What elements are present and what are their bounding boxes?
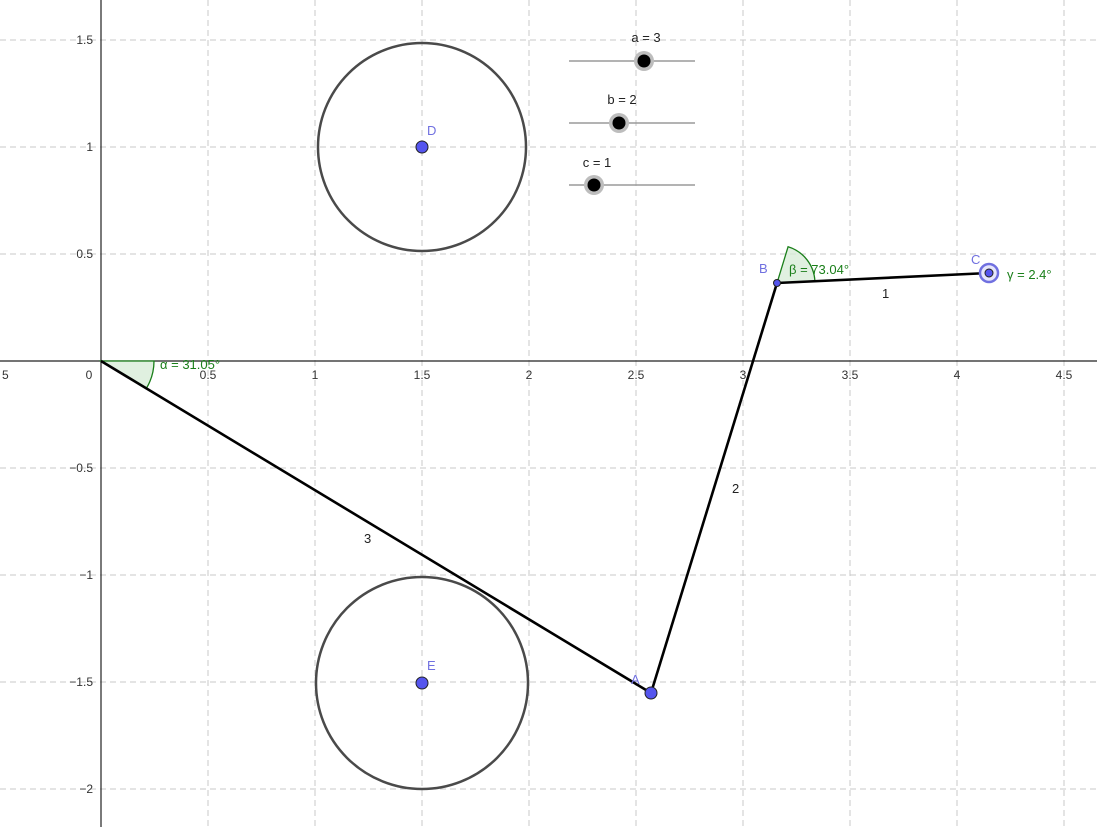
segment-bc-label: 1 bbox=[882, 286, 889, 301]
point-b[interactable] bbox=[773, 279, 781, 287]
point-d[interactable] bbox=[415, 140, 429, 154]
angle-gamma-label: γ = 2.4° bbox=[1007, 267, 1052, 282]
segment-ab[interactable] bbox=[649, 282, 779, 694]
y-tick-label: 0.5 bbox=[76, 247, 93, 261]
x-tick-label: 2 bbox=[526, 368, 533, 382]
y-tick-label: −2 bbox=[79, 782, 93, 796]
point-c[interactable] bbox=[984, 268, 994, 278]
point-a[interactable] bbox=[644, 686, 658, 700]
slider-b-knob[interactable] bbox=[612, 116, 626, 130]
x-tick-label: 3 bbox=[740, 368, 747, 382]
segment-bc[interactable] bbox=[776, 271, 990, 285]
slider-a-label: a = 3 bbox=[631, 30, 660, 45]
x-tick-label: 4 bbox=[954, 368, 961, 382]
y-tick-labels: 1.5 1 0.5 −0.5 −1 −1.5 −2 bbox=[69, 33, 93, 796]
slider-c[interactable]: c = 1 bbox=[569, 155, 695, 195]
segment-oa-label: 3 bbox=[364, 531, 371, 546]
x-tick-label: 0.5 bbox=[200, 368, 217, 382]
x-tick-label: 0 bbox=[86, 368, 93, 382]
y-tick-label: 1.5 bbox=[76, 33, 93, 47]
y-tick-label: −0.5 bbox=[69, 461, 93, 475]
segment-oa[interactable] bbox=[100, 359, 652, 695]
point-d-label: D bbox=[427, 123, 436, 138]
x-tick-label: 5 bbox=[2, 368, 9, 382]
slider-c-label: c = 1 bbox=[583, 155, 612, 170]
x-tick-label: 1.5 bbox=[414, 368, 431, 382]
y-tick-label: 1 bbox=[86, 140, 93, 154]
point-e-label: E bbox=[427, 658, 436, 673]
slider-a[interactable]: a = 3 bbox=[569, 30, 695, 71]
x-tick-label: 1 bbox=[312, 368, 319, 382]
y-tick-label: −1 bbox=[79, 568, 93, 582]
x-tick-label: 4.5 bbox=[1056, 368, 1073, 382]
angle-beta-sector[interactable] bbox=[776, 245, 816, 284]
point-c-label: C bbox=[971, 252, 980, 267]
angle-alpha-label: α = 31.05° bbox=[160, 357, 220, 372]
slider-b-label: b = 2 bbox=[607, 92, 636, 107]
slider-c-knob[interactable] bbox=[587, 178, 601, 192]
angle-beta-label: β = 73.04° bbox=[789, 262, 849, 277]
x-tick-labels: 5 0 0.5 1 1.5 2 2.5 3 3.5 4 4.5 bbox=[2, 368, 1073, 382]
slider-b[interactable]: b = 2 bbox=[569, 92, 695, 133]
circle-d[interactable] bbox=[316, 41, 528, 253]
point-a-label: A bbox=[631, 672, 640, 687]
x-tick-label: 2.5 bbox=[628, 368, 645, 382]
slider-a-knob[interactable] bbox=[637, 54, 651, 68]
x-tick-label: 3.5 bbox=[842, 368, 859, 382]
point-b-label: B bbox=[759, 261, 768, 276]
y-tick-label: −1.5 bbox=[69, 675, 93, 689]
circle-e[interactable] bbox=[314, 575, 530, 791]
segment-ab-label: 2 bbox=[732, 481, 739, 496]
point-e[interactable] bbox=[415, 676, 429, 690]
